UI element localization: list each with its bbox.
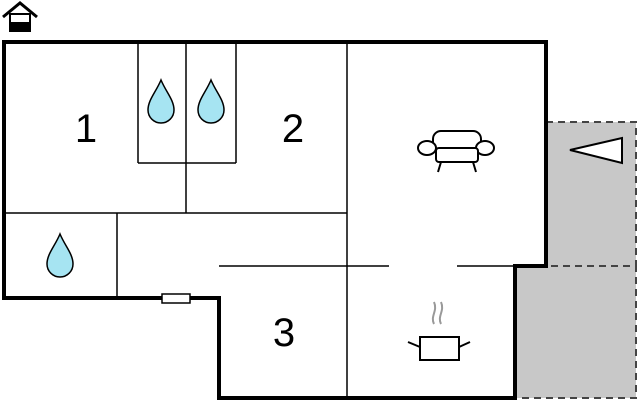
interior-walls (4, 42, 546, 398)
house-floor (4, 42, 546, 398)
terrace (514, 121, 637, 399)
water-drop-icon (197, 78, 225, 124)
triangle-marker-icon (569, 136, 623, 165)
water-drop-icon (147, 78, 175, 124)
armchair-icon (417, 130, 495, 173)
room-label-2: 2 (282, 107, 304, 151)
window (161, 293, 191, 304)
water-drop-icon (46, 232, 74, 278)
cooking-pot-icon (407, 301, 471, 361)
room-label-3: 3 (273, 311, 295, 355)
terrace-lower (514, 265, 637, 399)
outer-walls (2, 40, 548, 400)
shower-icons (46, 78, 225, 278)
house-level-icon (2, 1, 38, 32)
room-label-1: 1 (75, 107, 97, 151)
